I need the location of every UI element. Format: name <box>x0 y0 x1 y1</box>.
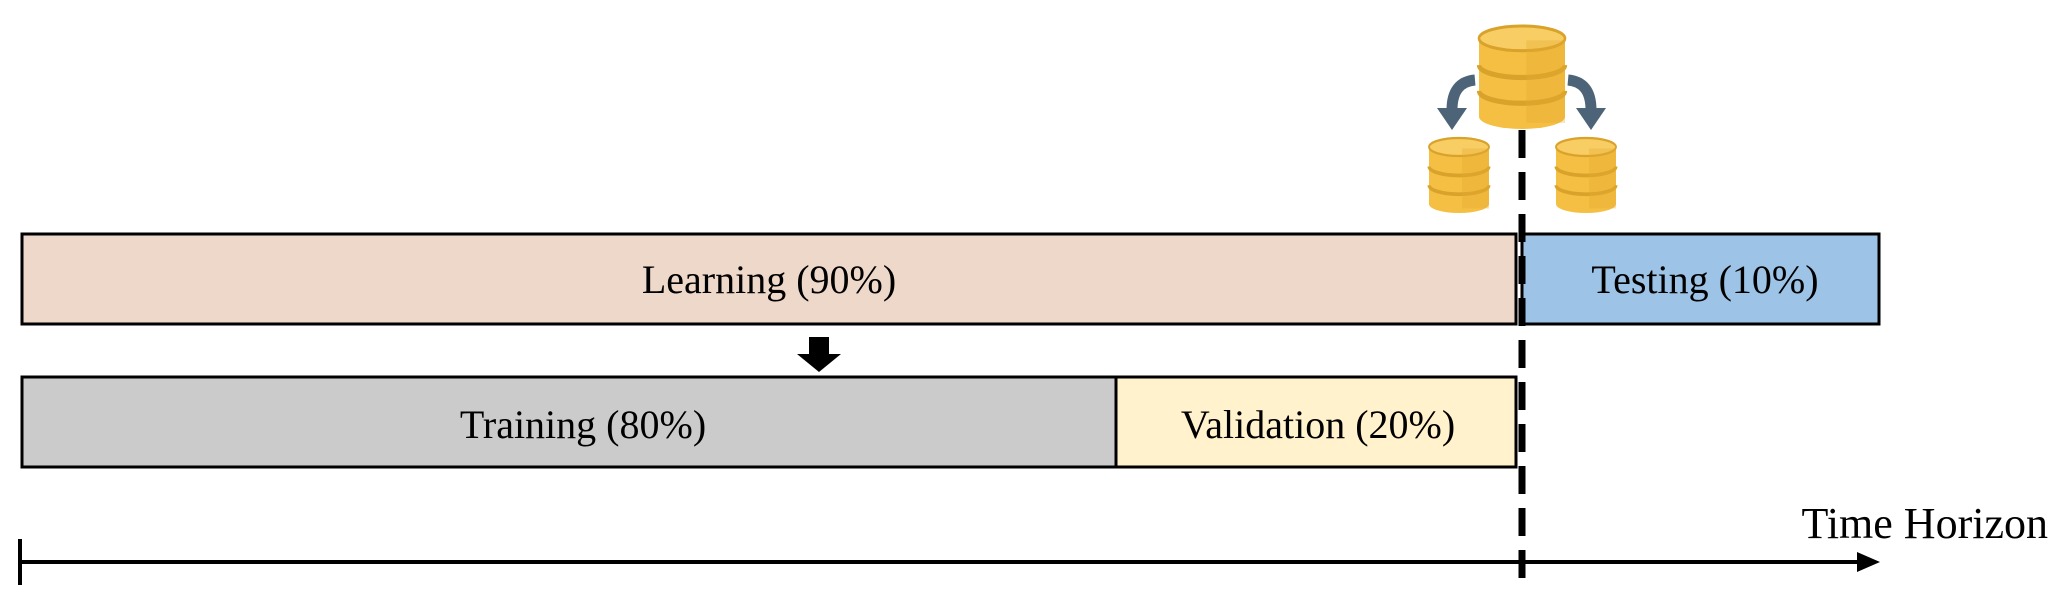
training-segment <box>20 375 1118 469</box>
testing-label: Testing (10%) <box>1591 257 1818 302</box>
split-arrow-left-icon <box>1437 74 1476 130</box>
down-arrow-icon <box>797 337 841 372</box>
testing-segment <box>1520 232 1881 326</box>
database-small-right-icon <box>1554 136 1618 215</box>
learning-label: Learning (90%) <box>642 257 896 302</box>
time-axis <box>18 539 1880 585</box>
validation-segment <box>1114 375 1518 469</box>
time-axis-label: Time Horizon <box>1802 499 2049 548</box>
validation-label: Validation (20%) <box>1181 402 1455 447</box>
learning-segment <box>20 232 1518 326</box>
database-large-icon <box>1479 26 1565 129</box>
database-small-left-icon <box>1427 136 1491 215</box>
split-arrow-right-icon <box>1567 74 1606 130</box>
training-label: Training (80%) <box>460 402 706 447</box>
